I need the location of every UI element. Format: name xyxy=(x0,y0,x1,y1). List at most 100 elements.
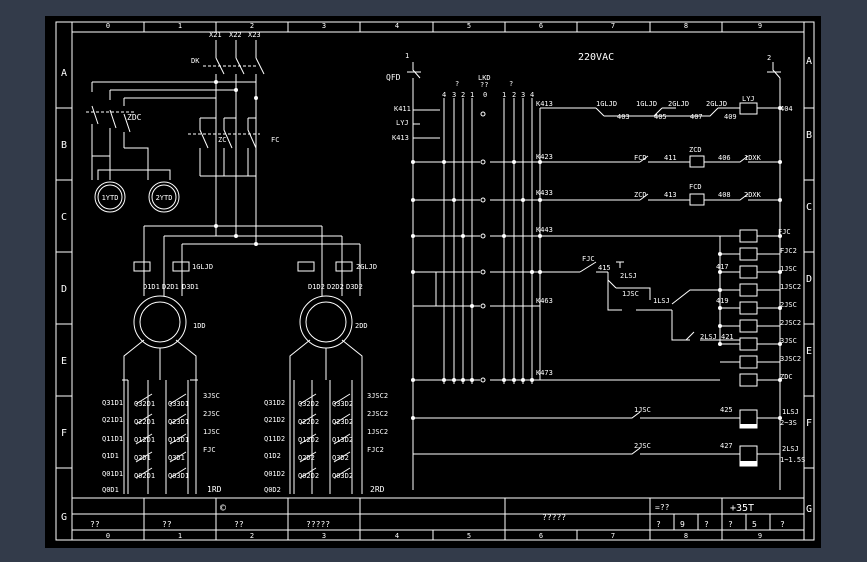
k463-label: K463 xyxy=(536,297,553,305)
res-label: Q23D1 xyxy=(168,418,189,426)
col-label: 8 xyxy=(684,22,688,30)
timer-label: 1JSC xyxy=(634,406,651,414)
row3-label: ZCD xyxy=(634,191,647,199)
row-label: F xyxy=(61,428,67,439)
row2-label: FCD xyxy=(634,154,647,162)
res-label: Q2D1 xyxy=(134,454,151,462)
zc-label: ZC xyxy=(218,136,226,144)
res-label: Q1D2 xyxy=(264,452,281,460)
res-label: Q22D2 xyxy=(298,418,319,426)
row2-label: 1DXK xyxy=(744,154,762,162)
res-label: Q01D1 xyxy=(102,470,123,478)
res-label: 1JSC2 xyxy=(367,428,388,436)
res-label: 3JSC xyxy=(203,392,220,400)
col-label: 7 xyxy=(611,532,615,540)
col-a: 4 xyxy=(442,91,446,99)
row2-label: ZCD xyxy=(689,146,702,154)
junction-dot xyxy=(254,242,258,246)
col-label: 5 xyxy=(467,22,471,30)
col-label: 0 xyxy=(106,532,110,540)
column-labels-top: 0 1 2 3 4 5 6 7 8 9 xyxy=(106,22,762,30)
title-cell: ?? xyxy=(162,520,172,529)
res-label: Q11D2 xyxy=(264,435,285,443)
col-a: 1 xyxy=(470,91,474,99)
lkd-label: ?? xyxy=(480,81,488,89)
col-label: 6 xyxy=(539,532,543,540)
d2-label: D2D2 xyxy=(327,283,344,291)
col-label: 4 xyxy=(395,532,399,540)
k423-label: K423 xyxy=(536,153,553,161)
coil-label: 3JSC2 xyxy=(780,355,801,363)
outer-border xyxy=(55,21,815,541)
lyj-coil xyxy=(739,102,758,115)
row-label: B xyxy=(806,130,812,141)
title-q: ? xyxy=(704,520,709,529)
row-label: C xyxy=(806,202,812,213)
relay-boxes xyxy=(133,261,353,272)
resistor-bank-1 xyxy=(122,339,198,494)
glj2-label: 2GLJD xyxy=(356,263,377,271)
row-label: D xyxy=(806,274,812,285)
qfd-label: QFD xyxy=(386,73,401,82)
row1-label: 2GLJD xyxy=(668,100,689,108)
res-label: Q11D1 xyxy=(102,435,123,443)
timer-label: 1LSJ xyxy=(782,408,799,416)
res-label: 2JSC xyxy=(203,410,220,418)
lkd-label: LKD xyxy=(478,74,491,82)
lsj-label: 415 xyxy=(598,264,611,272)
res-label: Q1D1 xyxy=(102,452,119,460)
coil-label: 2JSC xyxy=(780,301,797,309)
glj1-label: 1GLJD xyxy=(192,263,213,271)
k411-label: K411 xyxy=(394,105,411,113)
col-a: 2 xyxy=(461,91,465,99)
d1-label: D3D1 xyxy=(182,283,199,291)
row2-label: 406 xyxy=(718,154,731,162)
fc-label: FC xyxy=(271,136,279,144)
res-label: FJC xyxy=(203,446,216,454)
row-label: F xyxy=(806,418,812,429)
col-label: 6 xyxy=(539,22,543,30)
lkd-label: 0 xyxy=(483,91,487,99)
col-b: 1 xyxy=(502,91,506,99)
lsj-label: 2LSJ xyxy=(620,272,637,280)
bank1-labels: Q31D1 Q21D1 Q11D1 Q1D1 Q01D1 Q0D1 Q32D1 … xyxy=(102,392,222,494)
row3-label: 2DXK xyxy=(744,191,762,199)
motor-2ytd: 2YTD xyxy=(148,181,180,213)
grid-ticks xyxy=(56,22,814,540)
res-label: Q13D2 xyxy=(332,436,353,444)
res-label: Q33D1 xyxy=(168,400,189,408)
k433-label: K433 xyxy=(536,189,553,197)
timer-label: 2~3S xyxy=(780,419,797,427)
row-labels-left: A B C D E F G xyxy=(61,68,67,523)
title-q: 9 xyxy=(680,520,685,529)
motor-1ytd: 1YTD xyxy=(94,181,126,213)
contact-circles xyxy=(480,111,486,383)
res-label: 3JSC2 xyxy=(367,392,388,400)
timer-label: 427 xyxy=(720,442,733,450)
coil-label: FJC xyxy=(778,228,791,236)
title-cell: ?? xyxy=(234,520,244,529)
k443-label: K443 xyxy=(536,226,553,234)
col-label: 2 xyxy=(250,22,254,30)
res-label: Q22D1 xyxy=(134,418,155,426)
wire-dots xyxy=(214,80,258,246)
row-label: C xyxy=(61,212,67,223)
col-a: 3 xyxy=(452,91,456,99)
res-label: Q3D1 xyxy=(168,454,185,462)
row1-label: 407 xyxy=(690,113,703,121)
res-label: FJC2 xyxy=(367,446,384,454)
timer-label: 2JSC xyxy=(634,442,651,450)
col-label: 1 xyxy=(178,532,182,540)
coil-label: ZDC xyxy=(780,373,793,381)
res-label: Q31D1 xyxy=(102,399,123,407)
row1-label: 405 xyxy=(654,113,667,121)
title-eq: =?? xyxy=(655,503,670,512)
col-label: 2 xyxy=(250,532,254,540)
inner-border xyxy=(71,31,805,531)
col-b: 4 xyxy=(530,91,534,99)
ytd1-label: 1YTD xyxy=(102,194,119,202)
timer-coil-1-fill xyxy=(740,424,757,428)
q-label: ? xyxy=(509,80,513,88)
row-label: D xyxy=(61,284,67,295)
